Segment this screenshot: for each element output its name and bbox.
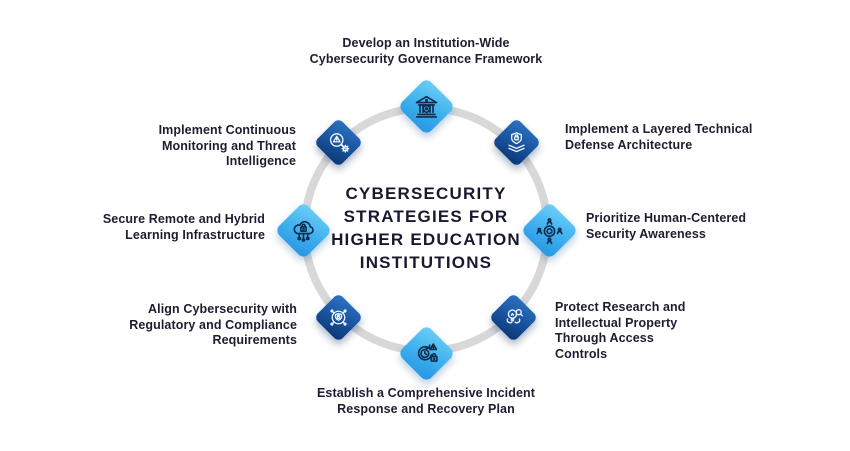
diamond-cloud-security (274, 201, 332, 259)
human-centered-icon (534, 215, 564, 245)
label-threat-monitoring: Implement Continuous Monitoring and Thre… (158, 123, 296, 169)
label-governance: Develop an Institution-Wide Cybersecurit… (309, 36, 543, 66)
research-protection-icon (501, 305, 526, 330)
label-incident-response: Establish a Comprehensive Incident Respo… (316, 386, 536, 416)
label-layered-defense: Implement a Layered Technical Defense Ar… (565, 122, 753, 152)
layered-defense-icon (504, 130, 529, 155)
page-title: CYBERSECURITY STRATEGIES FOR HIGHER EDUC… (331, 184, 521, 272)
cloud-security-icon (288, 215, 318, 245)
diamond-human-centered (520, 201, 578, 259)
diamond-layered-defense (491, 117, 541, 167)
label-cloud-security: Secure Remote and Hybrid Learning Infras… (102, 212, 265, 242)
diamond-incident-response (397, 324, 455, 382)
label-compliance: Align Cybersecurity with Regulatory and … (129, 302, 297, 348)
compliance-icon (326, 305, 351, 330)
diamond-governance (397, 77, 455, 135)
label-research-protection: Protect Research and Intellectual Proper… (555, 300, 686, 361)
diamond-threat-monitoring (313, 117, 363, 167)
incident-response-icon (411, 338, 441, 368)
threat-monitoring-icon (326, 130, 351, 155)
institution-governance-icon (411, 91, 441, 121)
diamond-compliance (313, 292, 363, 342)
label-human-centered: Prioritize Human-Centered Security Aware… (586, 211, 747, 241)
diamond-research-protection (488, 292, 538, 342)
